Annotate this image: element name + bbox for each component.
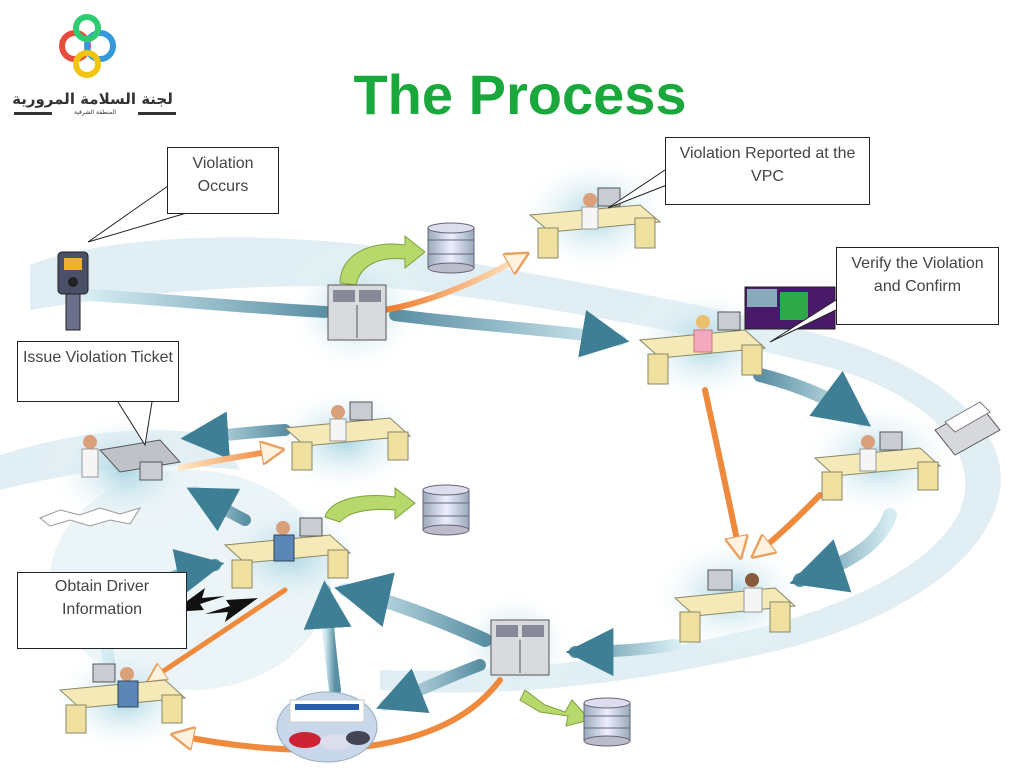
- database-icon: [583, 697, 631, 747]
- verification-screen-image: [744, 286, 836, 330]
- callout-violation-reported: Violation Reported at the VPC: [665, 137, 870, 205]
- server-icon: [490, 619, 550, 676]
- callout-verify-text: Verify the Violation and Confirm: [851, 255, 984, 295]
- page-title: The Process: [353, 63, 687, 126]
- blue-flow-arrows: [84, 289, 897, 714]
- workstation-icon: [673, 569, 797, 643]
- workstation-icon: [813, 431, 942, 501]
- callout-issue-ticket-text: Issue Violation Ticket: [22, 349, 173, 366]
- workstation-icon: [223, 517, 352, 589]
- printer-icon: [934, 401, 1001, 456]
- workstation-icon: [58, 663, 187, 734]
- server-icon: [327, 284, 387, 341]
- callout-violation-occurs-text: Violation Occurs: [192, 155, 254, 195]
- database-icon: [422, 484, 470, 536]
- green-arrows: [324, 234, 591, 727]
- traffic-department-photo: [276, 691, 378, 763]
- workstation-icon: [638, 311, 767, 385]
- database-icon: [427, 222, 475, 274]
- callout-violation-reported-text: Violation Reported at the VPC: [679, 145, 856, 185]
- speed-camera-icon: [57, 251, 89, 331]
- workstation-icon: [283, 401, 412, 471]
- callout-obtain-driver-text: Obtain Driver Information: [54, 578, 150, 618]
- logo-icon: [59, 14, 116, 78]
- callout-violation-occurs: Violation Occurs: [167, 147, 279, 214]
- logo-subtitle: المنطقة الشرقية: [74, 109, 116, 116]
- logo-lines: [14, 112, 176, 115]
- callout-verify: Verify the Violation and Confirm: [836, 247, 999, 325]
- logo-name: لجنة السلامة المرورية: [12, 90, 173, 108]
- workstation-icon: [528, 187, 662, 259]
- ticket-printer-icon: [39, 435, 181, 527]
- callout-obtain-driver: Obtain Driver Information: [17, 572, 187, 649]
- callout-issue-ticket: Issue Violation Ticket: [17, 341, 179, 402]
